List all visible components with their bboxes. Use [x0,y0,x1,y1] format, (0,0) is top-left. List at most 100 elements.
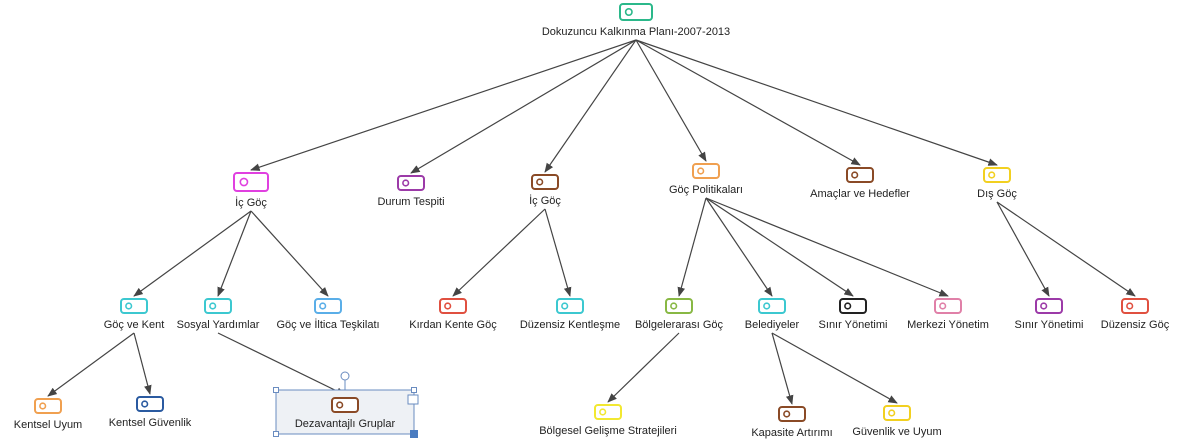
node-tag-icon [665,298,693,314]
node-duzensiz_g[interactable]: Düzensiz Göç [1101,298,1170,331]
node-tag-icon [233,172,269,192]
node-tag-icon [397,175,425,191]
node-tag-icon [556,298,584,314]
edge-goc_pol-belediye [705,197,773,297]
node-label: Kentsel Güvenlik [109,417,192,429]
edge-dis_goc-sinir_2 [996,201,1050,297]
node-label: Sınır Yönetimi [819,319,888,331]
node-tag-icon [34,398,62,414]
node-label: Düzensiz Göç [1101,319,1170,331]
node-guv_uyum[interactable]: Güvenlik ve Uyum [852,405,942,438]
node-label: Kırdan Kente Göç [409,319,497,331]
node-sinir_2[interactable]: Sınır Yönetimi [1015,298,1084,331]
node-tag-icon [1035,298,1063,314]
node-tag-icon [983,167,1011,183]
resize-handle[interactable] [273,431,279,437]
node-label: Göç ve İltica Teşkilatı [276,318,379,331]
edge-goc_pol-sinir_1 [705,197,854,297]
node-label: Kentsel Uyum [14,419,82,431]
edge-goc_pol-merkezi [705,197,949,297]
node-label: Kapasite Artırımı [751,427,832,439]
node-ic_goc_2[interactable]: İç Göç [529,174,561,207]
node-tag-icon [934,298,962,314]
node-bolgesel[interactable]: Bölgesel Gelişme Stratejileri [539,404,677,437]
edge-goc_pol-bolgeler [677,197,707,297]
edge-root-amaclar [635,39,861,166]
node-label: Merkezi Yönetim [907,319,989,331]
side-handle[interactable] [407,394,419,405]
node-belediye[interactable]: Belediyeler [745,298,800,331]
edge-root-ic_goc_1 [250,39,637,171]
node-label: Sınır Yönetimi [1015,319,1084,331]
node-label: Güvenlik ve Uyum [852,426,941,438]
node-sosyal[interactable]: Sosyal Yardımlar [177,298,260,331]
node-root[interactable]: Dokuzuncu Kalkınma Planı-2007-2013 [542,3,730,38]
rotate-handle[interactable] [340,371,350,381]
node-label: Belediyeler [745,319,800,331]
node-tag-icon [594,404,622,420]
node-iltica[interactable]: Göç ve İltica Teşkilatı [276,298,380,331]
node-label: İç Göç [235,196,267,209]
edge-goc_kent-guvenlik [133,332,152,395]
node-label: Dezavantajlı Gruplar [295,418,396,430]
node-dezav[interactable]: Dezavantajlı Gruplar [273,371,419,438]
node-tag-icon [331,397,359,413]
node-label: Dış Göç [977,188,1017,200]
node-label: Durum Tespiti [377,196,444,208]
edge-ic_goc_1-iltica [250,210,329,297]
edge-root-dis_goc [635,39,998,166]
node-tag-icon [1121,298,1149,314]
node-tag-icon [619,3,653,21]
node-tag-icon [204,298,232,314]
edge-root-durum [410,39,637,174]
edge-bolgeler-bolgesel [607,332,680,403]
node-tag-icon [778,406,806,422]
node-dis_goc[interactable]: Dış Göç [977,167,1017,200]
node-tag-icon [136,396,164,412]
node-label: Düzensiz Kentleşme [520,319,620,331]
edge-ic_goc_1-sosyal [217,210,252,297]
node-label: Amaçlar ve Hedefler [810,188,910,200]
node-duzensiz_k[interactable]: Düzensiz Kentleşme [520,298,620,331]
node-tag-icon [758,298,786,314]
node-amaclar[interactable]: Amaçlar ve Hedefler [810,167,910,200]
edge-root-ic_goc_2 [544,39,637,173]
node-merkezi[interactable]: Merkezi Yönetim [907,298,989,331]
corner-handle[interactable] [410,430,418,438]
node-label: Göç Politikaları [669,184,743,196]
node-label: Sosyal Yardımlar [177,319,260,331]
resize-handle[interactable] [273,387,279,393]
node-bolgeler[interactable]: Bölgelerarası Göç [635,298,724,331]
node-goc_pol[interactable]: Göç Politikaları [669,163,743,196]
edge-ic_goc_2-duzensiz_k [544,208,572,297]
edge-ic_goc_2-kirdan [452,208,546,297]
edge-root-goc_pol [635,39,707,162]
node-kirdan[interactable]: Kırdan Kente Göç [409,298,497,331]
node-label: Göç ve Kent [104,319,165,331]
node-tag-icon [692,163,720,179]
edge-goc_kent-uyum [47,332,135,397]
node-guvenlik[interactable]: Kentsel Güvenlik [109,396,192,429]
edge-ic_goc_1-goc_kent [133,210,252,297]
edge-belediye-guv_uyum [771,332,898,404]
node-label: Bölgelerarası Göç [635,319,724,331]
node-tag-icon [314,298,342,314]
node-tag-icon [839,298,867,314]
node-label: İç Göç [529,194,561,207]
edges-layer [47,39,1136,405]
node-ic_goc_1[interactable]: İç Göç [233,172,269,209]
node-tag-icon [439,298,467,314]
node-kapasite[interactable]: Kapasite Artırımı [751,406,833,439]
node-label: Dokuzuncu Kalkınma Planı-2007-2013 [542,26,730,38]
node-label: Bölgesel Gelişme Stratejileri [539,425,677,437]
node-tag-icon [883,405,911,421]
node-tag-icon [846,167,874,183]
node-goc_kent[interactable]: Göç ve Kent [104,298,165,331]
node-uyum[interactable]: Kentsel Uyum [14,398,82,431]
node-sinir_1[interactable]: Sınır Yönetimi [819,298,888,331]
edge-sosyal-dezav [217,332,346,396]
edge-belediye-kapasite [771,332,794,405]
resize-handle[interactable] [411,387,417,393]
node-durum[interactable]: Durum Tespiti [377,175,445,208]
